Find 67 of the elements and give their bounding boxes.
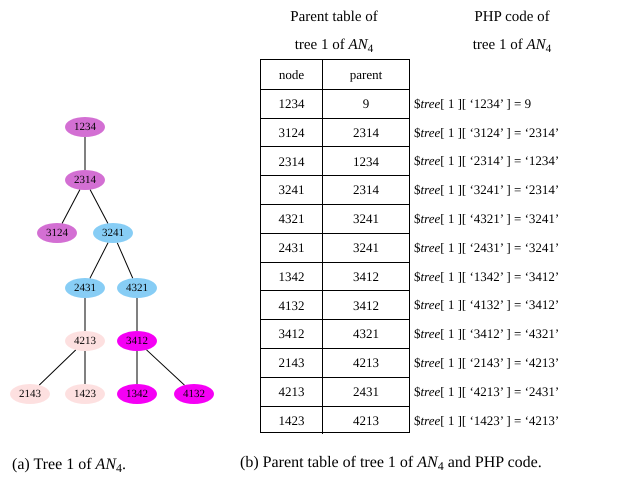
connector-line (136, 350, 138, 384)
table-cell: 3124 (261, 118, 323, 146)
tree-node-ellipse: 2431 (65, 278, 105, 298)
table-cell: 2314 (323, 118, 409, 146)
php-code-line: $tree[ 1 ][ ‘2314’ ] = ‘1234’ (414, 152, 560, 170)
code-heading: tree 1 of AN$_{4}$ (472, 36, 552, 56)
column-header-cell: node (261, 60, 323, 89)
tree-node-ellipse: 2314 (65, 170, 105, 190)
table-heading: Parent table of (290, 8, 378, 27)
tree-node-ellipse: 1342 (117, 384, 157, 404)
table-cell: 4132 (261, 290, 323, 320)
connector-line (84, 136, 86, 170)
table-cell: 3412 (323, 290, 409, 320)
php-code-line: $tree[ 1 ][ ‘1423’ ] = ‘4213’ (414, 412, 560, 430)
connector-line (89, 242, 109, 279)
connector-line (146, 349, 186, 386)
tree-node-ellipse: 2143 (10, 384, 50, 404)
caption: (b) Parent table of tree 1 of AN$_{4}$ and PHP code. (240, 453, 543, 472)
table-cell: 2431 (323, 376, 409, 406)
table-cell: 1234 (323, 146, 409, 176)
php-code-line: $tree[ 1 ][ ‘2431’ ] = ‘3241’ (414, 238, 560, 257)
tree-node-ellipse: 4132 (174, 384, 214, 404)
connector-line (84, 298, 86, 332)
table-cell: 3412 (261, 319, 323, 348)
php-code-line: $tree[ 1 ][ ‘4213’ ] = ‘2431’ (414, 382, 560, 401)
table-cell: 1342 (261, 262, 323, 290)
php-code-line: $tree[ 1 ][ ‘3412’ ] = ‘4321’ (414, 325, 560, 344)
table-cell: 4213 (323, 406, 409, 434)
code-heading: PHP code of (474, 8, 550, 27)
tree-node-ellipse: 1423 (65, 384, 105, 404)
connector-line (136, 298, 138, 332)
table-cell: 2143 (261, 348, 323, 377)
table-cell: 3412 (323, 262, 409, 290)
connector-line (84, 350, 86, 384)
php-code-line: $tree[ 1 ][ ‘1342’ ] = ‘3412’ (414, 268, 560, 286)
php-code-line: $tree[ 1 ][ ‘1234’ ] = 9 (414, 94, 532, 113)
table-cell: 1423 (261, 406, 323, 434)
php-code-line: $tree[ 1 ][ ‘4132’ ] = ‘3412’ (414, 296, 560, 314)
tree-node-ellipse: 3124 (37, 223, 77, 243)
column-header-cell-text: parent (348, 66, 384, 84)
php-code-line: $tree[ 1 ][ ‘3124’ ] = ‘2314’ (414, 124, 560, 142)
table-cell: 3241 (261, 175, 323, 204)
table-cell: 9 (323, 88, 409, 118)
table-cell: 3241 (323, 232, 409, 262)
connector-line (38, 349, 76, 386)
tree-node-ellipse: 1234 (65, 117, 105, 137)
table-cell: 2314 (261, 146, 323, 176)
table-cell: 2314 (323, 175, 409, 204)
table-cell: 4213 (261, 376, 323, 406)
caption: (a) Tree 1 of AN$_{4}$. (12, 455, 126, 477)
connector-line (116, 242, 134, 279)
table-cell: 4213 (323, 348, 409, 377)
tree-node-ellipse: 3412 (117, 331, 157, 351)
table-cell: 1234 (261, 88, 323, 118)
tree-node-ellipse: 4213 (65, 331, 105, 351)
table-cell: 2431 (261, 232, 323, 262)
php-code-line: $tree[ 1 ][ ‘4321’ ] = ‘3241’ (414, 210, 560, 228)
table-cell: 4321 (323, 319, 409, 348)
php-code-line: $tree[ 1 ][ ‘2143’ ] = ‘4213’ (414, 354, 560, 372)
table-cell: 4321 (261, 204, 323, 233)
table-cell: 3241 (323, 204, 409, 233)
php-code-line: $tree[ 1 ][ ‘3241’ ] = ‘2314’ (414, 181, 560, 200)
tree-node-ellipse: 3241 (93, 223, 133, 243)
connector-line (62, 189, 80, 224)
table-heading: tree 1 of AN$_{4}$ (294, 36, 374, 56)
tree-node-ellipse: 4321 (117, 278, 157, 298)
connector-line (90, 189, 108, 224)
